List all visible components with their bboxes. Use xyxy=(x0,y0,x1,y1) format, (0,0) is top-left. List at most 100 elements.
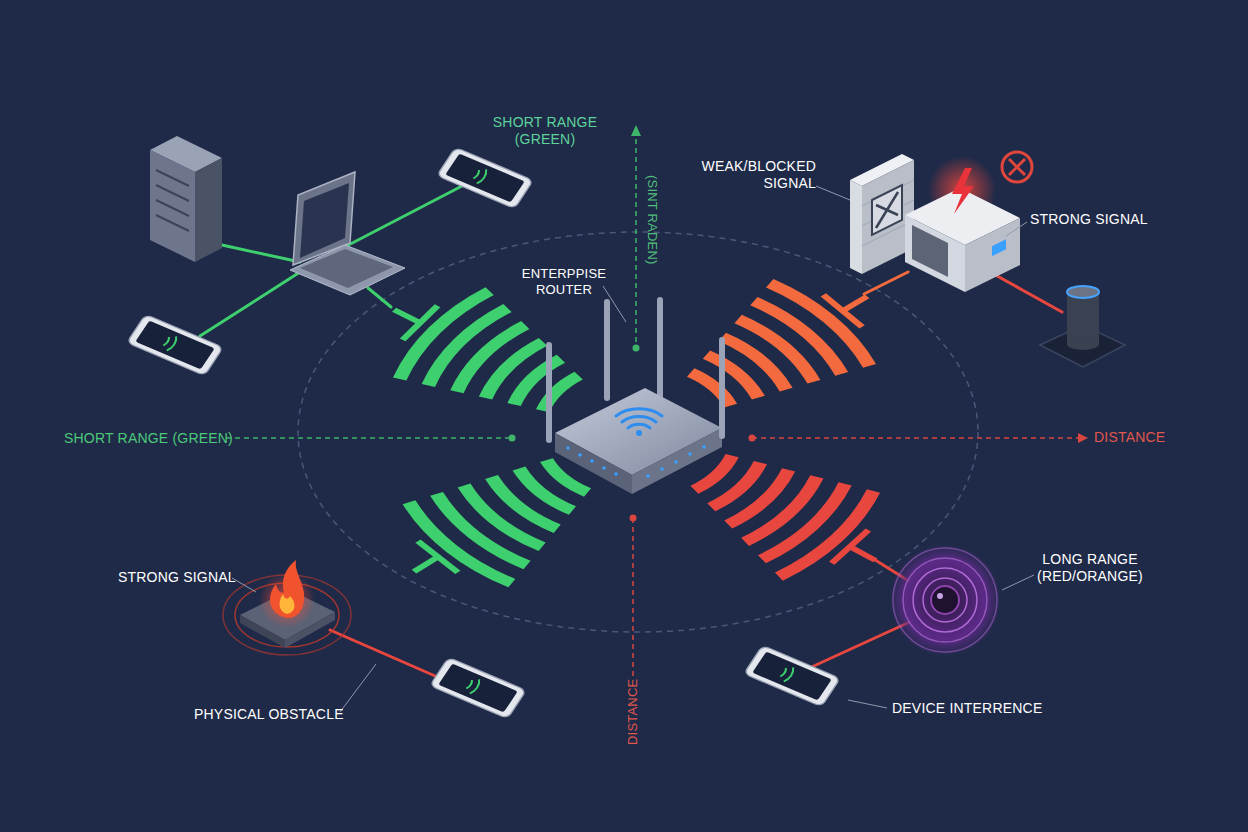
microwave xyxy=(905,156,1020,292)
enterprise-router-part xyxy=(555,433,632,494)
coverage-ring xyxy=(298,232,978,632)
blocked-symbol-part xyxy=(1009,159,1025,175)
device-links xyxy=(200,186,1062,686)
server-tower-part-part xyxy=(156,170,189,186)
enterprise-router-part-part xyxy=(614,472,618,476)
distance-guides-part xyxy=(509,435,516,442)
interference-source xyxy=(889,544,1001,656)
server-tower-part xyxy=(195,158,222,262)
enterprise-router xyxy=(549,300,722,494)
enterprise-router-part xyxy=(607,300,660,398)
distance-guides-part xyxy=(226,437,510,439)
callout-label: STRONG SIGNAL xyxy=(1030,211,1148,228)
distance-guides-part xyxy=(630,515,637,522)
microwave-part xyxy=(952,168,974,214)
enterprise-router-part-part xyxy=(590,459,594,463)
smartphone-part xyxy=(744,645,840,706)
axis-label: (SINT RADEN) xyxy=(644,168,660,272)
callout-label: WEAK/BLOCKED SIGNAL xyxy=(698,158,816,192)
interference-source-part-part xyxy=(913,568,977,632)
brick-wall-part xyxy=(876,192,898,228)
laptop xyxy=(290,172,405,295)
enterprise-router-part-part xyxy=(719,340,725,436)
signal-waves-part xyxy=(661,255,917,430)
device-links-part xyxy=(222,245,300,262)
distance-guides-part xyxy=(631,125,641,136)
device-links-part xyxy=(368,288,391,307)
enterprise-router-part-part xyxy=(604,302,610,398)
enterprise-router-part xyxy=(549,340,722,440)
server-tower-part xyxy=(150,150,195,262)
smartphone xyxy=(127,147,840,718)
microwave-part xyxy=(912,225,948,277)
brick-wall-part xyxy=(872,185,902,235)
range-label: SHORT RANGE (GREEN) xyxy=(478,114,612,148)
microwave-part xyxy=(905,215,965,292)
leader-lines-part xyxy=(816,186,850,200)
brick-wall xyxy=(850,154,914,274)
distance-guides-part xyxy=(633,345,640,352)
distance-guides-part xyxy=(635,130,637,345)
distance-guides xyxy=(226,125,1088,676)
interference-source-part-part xyxy=(893,548,997,652)
distance-guides-part xyxy=(632,518,634,676)
server-tower-part-part xyxy=(156,185,189,201)
leader-lines-part xyxy=(1002,575,1034,590)
enterprise-router-part-part xyxy=(616,409,662,416)
enterprise-router-part-part xyxy=(657,300,663,396)
device-links-part xyxy=(864,272,908,294)
enterprise-router-part-part xyxy=(646,474,650,478)
laptop-part xyxy=(293,172,355,265)
distance-guides-part xyxy=(1078,433,1088,443)
range-label: SHORT RANGE (GREEN) xyxy=(64,430,233,447)
distance-guides-part xyxy=(752,437,1080,439)
brick-wall-part xyxy=(850,180,862,274)
device-links-part xyxy=(200,272,300,336)
leader-lines-part xyxy=(603,286,626,322)
interference-source-part xyxy=(931,586,959,614)
enterprise-router-part-part xyxy=(622,417,656,422)
callout-label: PHYSICAL OBSTACLE xyxy=(194,706,344,723)
interference-source-part xyxy=(893,548,997,652)
server-tower xyxy=(150,136,222,262)
laptop-part xyxy=(300,183,349,258)
enterprise-router-part-part xyxy=(628,424,650,428)
interference-source-part xyxy=(889,544,1001,656)
enterprise-router-part xyxy=(616,409,662,428)
smartphone-part xyxy=(430,657,526,718)
blocked-symbol xyxy=(1002,152,1032,182)
smart-speaker xyxy=(1040,286,1125,367)
microwave-part xyxy=(965,218,1020,292)
leader-lines-part xyxy=(340,664,376,712)
interference-source-part-part xyxy=(903,558,987,642)
range-label: LONG RANGE (RED/ORANGE) xyxy=(1026,551,1154,585)
enterprise-router-part-part xyxy=(688,452,692,456)
enterprise-router-part-part xyxy=(566,446,570,450)
heat-obstacle-part xyxy=(270,560,304,618)
smart-speaker-part xyxy=(1067,338,1099,350)
enterprise-router-part-part xyxy=(578,453,582,457)
blocked-symbol-part xyxy=(1009,159,1025,175)
leader-lines-part xyxy=(1006,222,1027,236)
smartphone-part xyxy=(437,147,533,208)
smart-speaker-part xyxy=(1067,292,1099,344)
enterprise-router-part-part xyxy=(674,460,678,464)
enterprise-router-part-part xyxy=(660,467,664,471)
enterprise-router-part-part xyxy=(546,345,552,440)
enterprise-router-part-part xyxy=(602,466,606,470)
server-tower-part-part xyxy=(156,215,189,231)
enterprise-router-part xyxy=(566,445,706,478)
device-links-part xyxy=(990,272,1062,312)
server-tower-part xyxy=(156,170,189,231)
callout-label: DEVICE INTERRENCE xyxy=(892,700,1042,717)
enterprise-router-part-part xyxy=(702,445,706,449)
leader-lines-part xyxy=(848,700,887,708)
callout-label: STRONG SIGNAL xyxy=(118,569,236,586)
axis-label: DISTANCE xyxy=(1094,429,1165,446)
server-tower-part-part xyxy=(156,200,189,216)
smartphone-part xyxy=(127,314,223,375)
device-label: ENTERPPISE ROUTER xyxy=(512,266,616,297)
signal-waves xyxy=(349,255,923,612)
